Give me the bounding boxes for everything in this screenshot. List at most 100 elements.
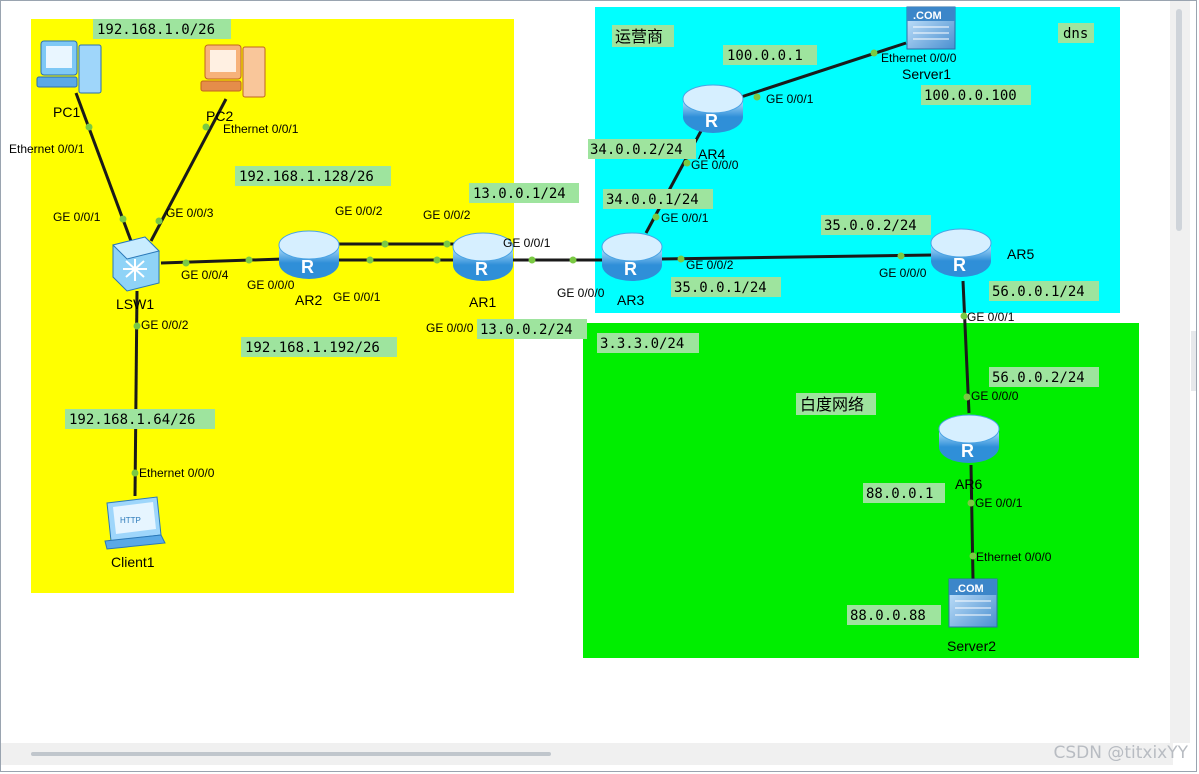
router-icon: R bbox=[682, 84, 744, 133]
svg-text:R: R bbox=[705, 111, 718, 131]
interface-labels: Ethernet 0/0/1 Ethernet 0/0/1 GE 0/0/1 G… bbox=[9, 51, 1052, 564]
if-ar4-g000: GE 0/0/0 bbox=[691, 158, 739, 172]
server1-node[interactable]: .COM Server1 bbox=[902, 6, 956, 82]
zone-carrier bbox=[595, 7, 1120, 313]
if-ar6-g001: GE 0/0/1 bbox=[975, 496, 1023, 510]
link-ar6-server2 bbox=[969, 464, 975, 580]
ip-server2: 88.0.0.88 bbox=[850, 608, 926, 624]
ar1-node[interactable]: R AR1 bbox=[452, 232, 514, 310]
if-server2-eth: Ethernet 0/0/0 bbox=[976, 550, 1052, 564]
panel-resize-grip[interactable] bbox=[1191, 331, 1196, 391]
ar3-label: AR3 bbox=[617, 292, 644, 308]
ar3-node[interactable]: R AR3 bbox=[601, 232, 663, 308]
pc1-node[interactable]: PC1 bbox=[36, 40, 102, 120]
if-pc1-eth: Ethernet 0/0/1 bbox=[9, 142, 85, 156]
client1-label: Client1 bbox=[111, 554, 155, 570]
carrier-zone-label: 运营商 bbox=[615, 27, 663, 46]
if-server1-eth: Ethernet 0/0/0 bbox=[881, 51, 957, 65]
dotcom-server-icon: .COM bbox=[948, 578, 998, 628]
svg-text:R: R bbox=[953, 255, 966, 275]
zone-lan bbox=[31, 19, 514, 593]
link-dots bbox=[85, 49, 977, 560]
lsw1-label: LSW1 bbox=[116, 296, 154, 312]
if-ar3-g000: GE 0/0/0 bbox=[557, 286, 605, 300]
http-client-icon: HTTP bbox=[104, 496, 166, 550]
ip-net-ar2-ar1: 192.168.1.192/26 bbox=[245, 340, 380, 356]
pc1-label: PC1 bbox=[53, 104, 80, 120]
ip-lo-net: 3.3.3.0/24 bbox=[600, 336, 684, 352]
link-pc2-lsw1 bbox=[149, 98, 228, 242]
ar1-label: AR1 bbox=[469, 294, 496, 310]
ip-labels: 192.168.1.0/26 192.168.1.128/26 192.168.… bbox=[65, 19, 1099, 625]
ip-ar4-to-ar3: 34.0.0.2/24 bbox=[590, 142, 683, 158]
if-ar4-g001: GE 0/0/1 bbox=[766, 92, 814, 106]
svg-text:R: R bbox=[624, 259, 637, 279]
ar6-node[interactable]: R AR6 bbox=[938, 414, 1000, 492]
horizontal-scrollbar[interactable] bbox=[1, 743, 1173, 765]
ip-ar1-g001: 13.0.0.1/24 bbox=[473, 186, 566, 202]
ar5-node[interactable]: R AR5 bbox=[930, 228, 1034, 277]
svg-text:.COM: .COM bbox=[955, 583, 984, 595]
client1-node[interactable]: HTTP Client1 bbox=[104, 496, 166, 570]
if-lsw-g004: GE 0/0/4 bbox=[181, 268, 229, 282]
desktop-pc-icon bbox=[36, 40, 102, 94]
if-ar5-g001: GE 0/0/1 bbox=[967, 310, 1015, 324]
lsw1-node[interactable]: LSW1 bbox=[112, 236, 160, 312]
ar6-label: AR6 bbox=[955, 476, 982, 492]
router-icon: R bbox=[938, 414, 1000, 463]
vertical-scrollbar-thumb[interactable] bbox=[1176, 9, 1182, 231]
ar4-node[interactable]: R AR4 bbox=[682, 84, 744, 162]
link-ar4-server1 bbox=[740, 41, 907, 99]
if-ar1-g002: GE 0/0/2 bbox=[423, 208, 471, 222]
if-client-eth: Ethernet 0/0/0 bbox=[139, 466, 215, 480]
ip-ar3-to-ar4: 34.0.0.1/24 bbox=[606, 192, 699, 208]
desktop-pc-icon bbox=[200, 44, 266, 98]
ip-net-client: 192.168.1.64/26 bbox=[69, 412, 195, 428]
svg-text:HTTP: HTTP bbox=[120, 516, 141, 525]
link-lsw1-ar2 bbox=[160, 257, 284, 265]
if-ar6-g000: GE 0/0/0 bbox=[971, 389, 1019, 403]
ip-ar4-to-server: 100.0.0.1 bbox=[727, 48, 803, 64]
if-lsw-g002: GE 0/0/2 bbox=[141, 318, 189, 332]
link-ar3-ar5 bbox=[660, 253, 934, 261]
if-pc2-eth: Ethernet 0/0/1 bbox=[223, 122, 299, 136]
ip-ar6-to-server: 88.0.0.1 bbox=[866, 486, 933, 502]
horizontal-scrollbar-thumb[interactable] bbox=[31, 752, 551, 756]
pc2-label: PC2 bbox=[206, 108, 233, 124]
router-icon: R bbox=[601, 232, 663, 281]
svg-text:R: R bbox=[475, 259, 488, 279]
baidu-zone-label: 白度网络 bbox=[800, 395, 864, 414]
link-lsw1-client1 bbox=[133, 290, 139, 497]
if-ar2-g000: GE 0/0/0 bbox=[247, 278, 295, 292]
dotcom-server-icon: .COM bbox=[906, 6, 956, 50]
ip-server1: 100.0.0.100 bbox=[924, 88, 1017, 104]
if-ar5-g000: GE 0/0/0 bbox=[879, 266, 927, 280]
ar5-label: AR5 bbox=[1007, 246, 1034, 262]
ar2-node[interactable]: R AR2 bbox=[278, 230, 340, 308]
ip-ar1-g000: 13.0.0.2/24 bbox=[480, 322, 573, 338]
ip-net-pc: 192.168.1.0/26 bbox=[97, 22, 215, 38]
ip-ar6-to-ar5: 56.0.0.2/24 bbox=[992, 370, 1085, 386]
if-ar1-g000: GE 0/0/0 bbox=[426, 321, 474, 335]
router-icon: R bbox=[278, 230, 340, 279]
watermark: CSDN @titxixYY bbox=[1053, 743, 1188, 763]
ip-net-ar2-lsw: 192.168.1.128/26 bbox=[239, 169, 374, 185]
pc2-node[interactable]: PC2 bbox=[200, 44, 266, 124]
svg-text:R: R bbox=[961, 441, 974, 461]
zone-labels: 运营商 dns 白度网络 bbox=[612, 23, 1094, 415]
router-icon: R bbox=[930, 228, 992, 277]
server2-label: Server2 bbox=[947, 638, 996, 654]
vertical-scrollbar[interactable] bbox=[1170, 1, 1190, 743]
ar4-label: AR4 bbox=[698, 146, 725, 162]
ar2-label: AR2 bbox=[295, 292, 322, 308]
server2-node[interactable]: .COM Server2 bbox=[947, 578, 998, 654]
ip-ar5-to-ar3: 35.0.0.2/24 bbox=[824, 218, 917, 234]
link-ar5-ar6 bbox=[961, 280, 971, 414]
ip-ar5-to-ar6: 56.0.0.1/24 bbox=[992, 284, 1085, 300]
topology-canvas[interactable]: PC1 PC2 LSW1 R bbox=[1, 1, 1173, 743]
switch-icon bbox=[112, 236, 160, 292]
router-icon: R bbox=[452, 232, 514, 281]
if-ar3-g001: GE 0/0/1 bbox=[661, 211, 709, 225]
if-ar3-g002: GE 0/0/2 bbox=[686, 258, 734, 272]
